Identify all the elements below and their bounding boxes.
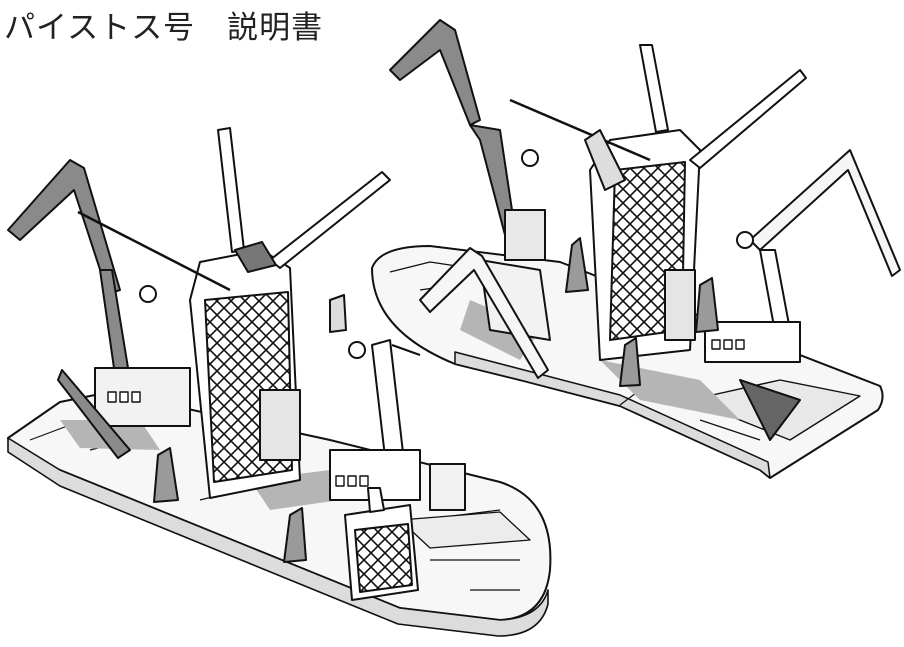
crane-ship-model-front	[7, 127, 552, 637]
crane-ship-model-back	[371, 19, 901, 479]
page-title: パイストス号 説明書	[4, 10, 324, 46]
